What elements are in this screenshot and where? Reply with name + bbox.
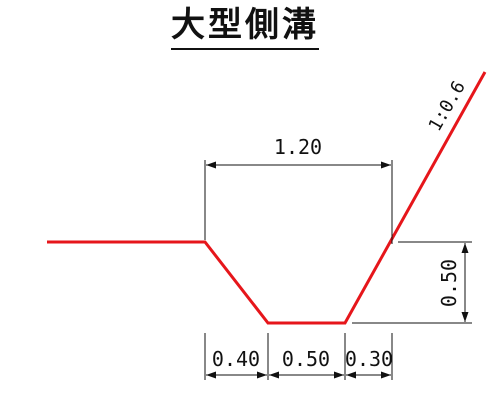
bottom-dimension-chain: 0.40 0.50 0.30 [204, 333, 393, 380]
top-width-dimension: 1.20 [204, 135, 393, 244]
left-bottom-label: 0.40 [212, 347, 260, 371]
ditch-profile-line [47, 71, 487, 325]
bottom-width-label: 0.50 [282, 347, 330, 371]
slope-label: 1:0.6 [425, 78, 470, 135]
drawing-title: 大型側溝 [171, 8, 319, 50]
depth-dimension: 0.50 [352, 241, 472, 324]
top-width-label: 1.20 [274, 135, 322, 159]
right-bottom-label: 0.30 [345, 347, 393, 371]
depth-label: 0.50 [437, 259, 461, 307]
title-wrap: 大型側溝 [0, 8, 490, 50]
